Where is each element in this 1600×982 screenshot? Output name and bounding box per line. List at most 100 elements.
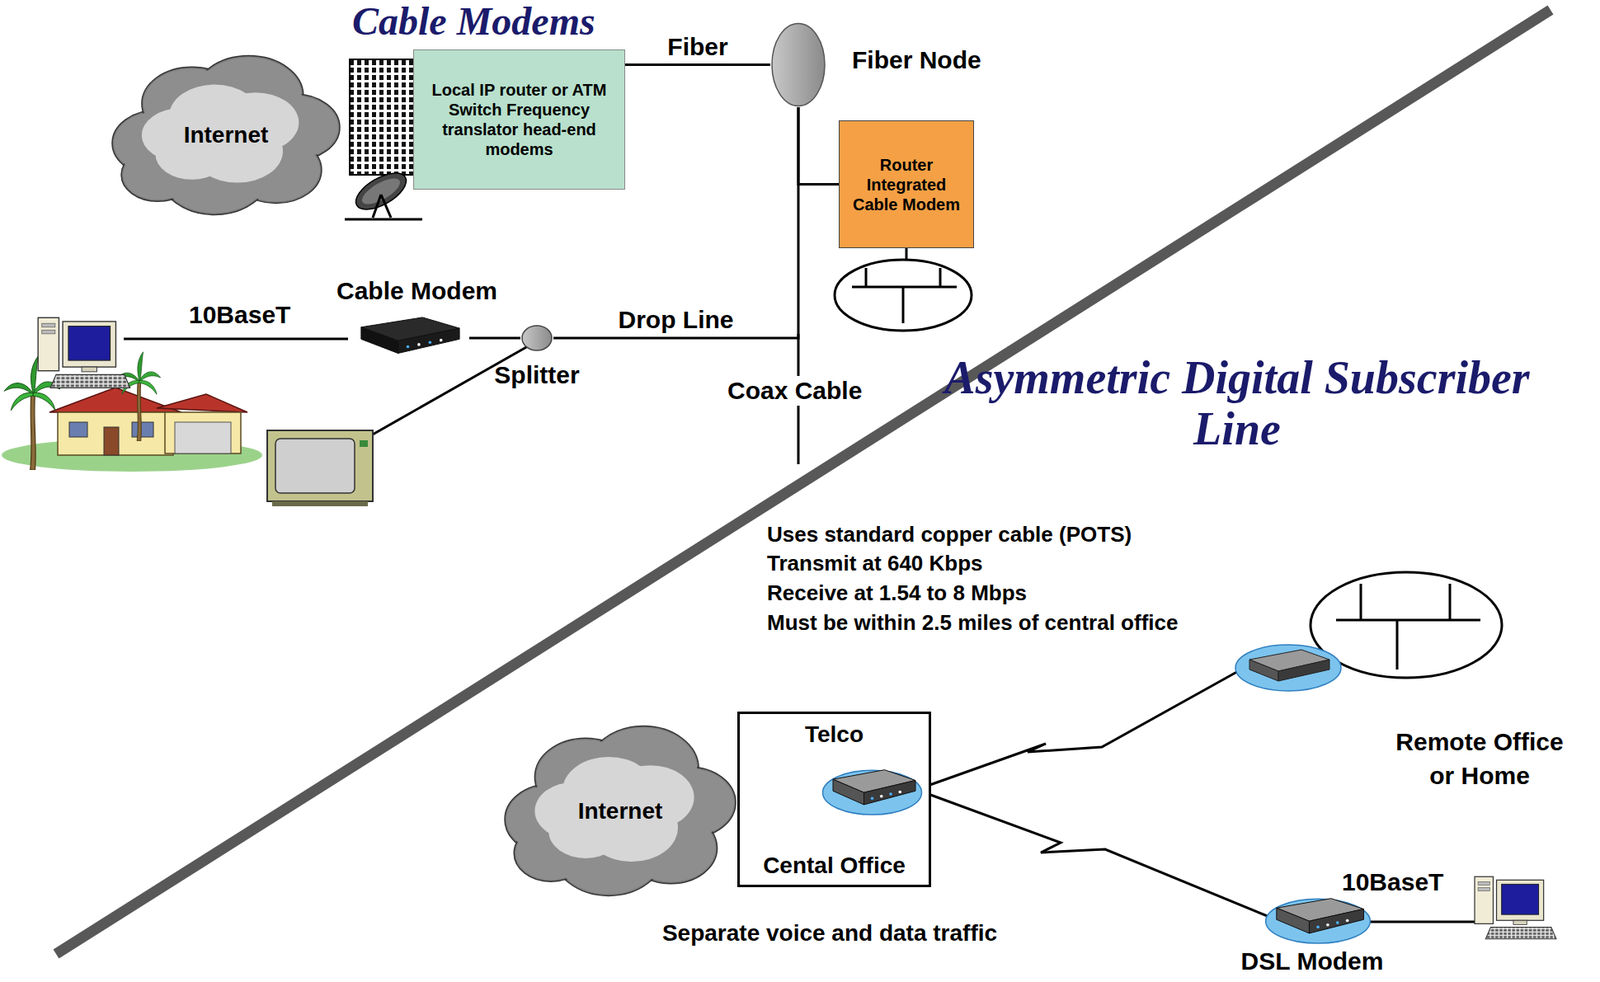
shape-part: [522, 325, 552, 351]
home-illustration: [164, 412, 241, 454]
lan-symbol: [834, 259, 972, 331]
lan-symbol: [939, 268, 942, 288]
computer: [1474, 876, 1557, 939]
location-label: Remote Office or Home: [1384, 725, 1575, 793]
cable-modem: Cable Modem: [336, 276, 543, 368]
shape-outline: [1263, 892, 1373, 946]
shape-part: [1336, 921, 1340, 925]
node-text: Splitter: [484, 360, 589, 391]
home-illustration: [69, 422, 88, 438]
home-illustration: [174, 422, 231, 454]
node-text: Cental Office: [762, 851, 906, 880]
shape-part: [870, 796, 875, 800]
connector-line: [625, 63, 771, 66]
remote-dsl-modem: [1235, 644, 1342, 692]
television: [371, 346, 528, 436]
cable-label: 10BaseT: [188, 300, 291, 330]
remote-dsl-modem: [1278, 659, 1330, 682]
shape-part: [406, 345, 410, 349]
fiber-node: Fiber Node: [770, 22, 1018, 108]
remote-lan-symbol: [1360, 583, 1363, 621]
splitter: Splitter: [484, 324, 589, 396]
head-end-building: [357, 173, 404, 209]
remote-lan-symbol: [1396, 620, 1399, 670]
router-box: Router Integrated Cable Modem: [838, 120, 975, 249]
node-text: Internet: [183, 121, 269, 150]
cable-label: Coax Cable: [724, 376, 866, 406]
shape-part: [361, 327, 399, 354]
head-end-building: [372, 194, 382, 218]
remote-dsl-modem: [1249, 659, 1279, 682]
dsl-modem: DSL Modem: [1223, 890, 1401, 980]
shape-part: [1276, 908, 1310, 934]
shape-part: [771, 23, 825, 107]
note-text: Must be within 2.5 miles of central offi…: [767, 610, 1178, 636]
home-illustration: [116, 352, 160, 442]
cable-label: 10BaseT: [1341, 867, 1444, 898]
node-text: Internet: [578, 797, 664, 826]
head-end-building: [349, 59, 416, 175]
ethernet-cable: [1369, 921, 1482, 924]
remote-lan-symbol: [1336, 619, 1481, 622]
internet-cloud: Internet: [112, 56, 340, 215]
node-text: Fiber Node: [851, 45, 1018, 76]
lan-symbol: [905, 248, 909, 260]
node-text: Telco: [804, 720, 864, 749]
television: [267, 430, 373, 502]
shape-outline: [820, 763, 924, 817]
connector-line: [798, 107, 839, 185]
shape-part: [1308, 908, 1364, 933]
shape-part: [889, 792, 893, 796]
shape-part: [417, 343, 421, 347]
lan-symbol: [865, 268, 868, 288]
shape-part: [439, 338, 443, 343]
remote-lan-symbol: [1449, 583, 1452, 621]
section-heading: Asymmetric Digital Subscriber Line: [940, 352, 1535, 455]
home-illustration: [131, 422, 154, 438]
head-end-building: [381, 194, 391, 218]
shape-part: [880, 795, 884, 799]
shape-part: [1265, 898, 1371, 944]
connector-line: [917, 790, 1274, 919]
dsl-line: [922, 669, 1242, 788]
node-text: Local IP router or ATM Switch Frequency …: [428, 80, 610, 160]
shape-part: [898, 790, 902, 795]
head-end-building: [344, 218, 423, 222]
shape-part: [1326, 923, 1330, 928]
shape-part: [398, 328, 461, 353]
television: [359, 440, 368, 448]
diagram-title: Cable Modems: [352, 1, 596, 42]
shape-part: [823, 770, 923, 815]
edge-label: Drop Line: [615, 305, 738, 335]
node-text: Router Integrated Cable Modem: [844, 155, 969, 215]
note-text: Uses standard copper cable (POTS): [767, 522, 1132, 548]
shape-part: [1316, 925, 1320, 929]
home-illustration: [156, 394, 248, 413]
home-illustration: [57, 412, 174, 456]
note-text: Receive at 1.54 to 8 Mbps: [767, 580, 1027, 607]
television: [275, 438, 355, 494]
shape-outline: [346, 310, 470, 366]
lan-symbol: [834, 248, 972, 331]
divider-line: [56, 9, 1551, 955]
home-illustration: [4, 356, 61, 471]
shape-part: [1345, 919, 1350, 923]
television: [267, 346, 528, 507]
internet-cloud: Internet: [504, 726, 736, 896]
note-text: Transmit at 640 Kbps: [767, 550, 984, 577]
shape-outline: [520, 324, 554, 353]
shape-part: [112, 56, 340, 216]
remote-dsl-modem: [1235, 644, 1342, 692]
television: [272, 501, 368, 507]
shape-outline: [770, 22, 827, 108]
shape-part: [504, 726, 736, 897]
home-illustration: [1, 317, 263, 472]
ethernet-cable: [123, 338, 349, 341]
central-office-box: TelcoCental Office: [737, 711, 932, 888]
note-text: Separate voice and data traffic: [593, 919, 1066, 948]
lan-symbol: [902, 287, 905, 324]
shape-part: [864, 780, 917, 805]
home-illustration: [37, 317, 131, 388]
head-end-building: [350, 165, 413, 217]
head-end-box: Local IP router or ATM Switch Frequency …: [413, 49, 626, 190]
